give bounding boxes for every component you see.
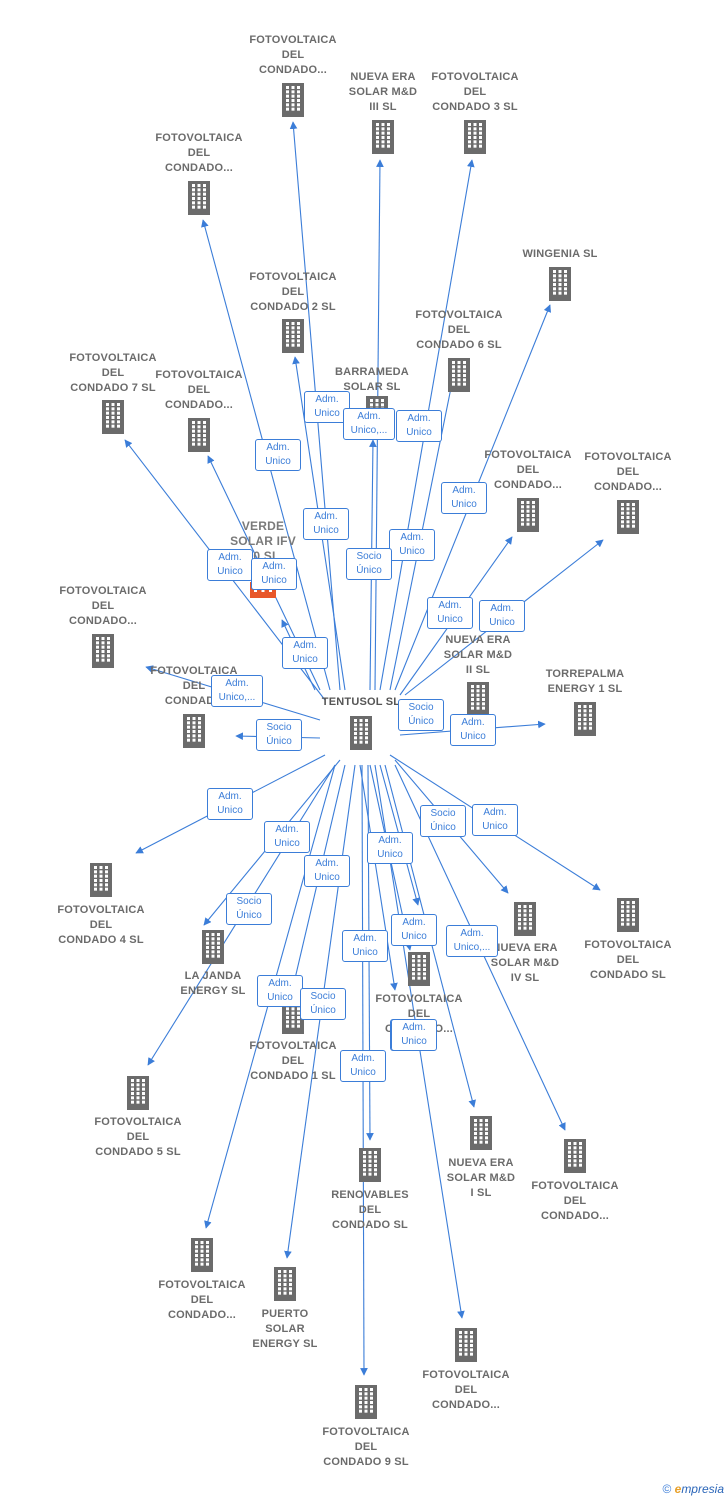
company-node-label[interactable]: RENOVABLES DEL CONDADO SL	[331, 1189, 409, 1231]
relationship-label[interactable]: Adm. Unico	[255, 439, 301, 471]
copyright-symbol: ©	[662, 1482, 672, 1496]
building-icon[interactable]	[282, 319, 304, 353]
building-icon[interactable]	[467, 682, 489, 716]
relationship-label[interactable]: Adm. Unico	[389, 529, 435, 561]
company-node-label[interactable]: FOTOVOLTAICA DEL CONDADO 5 SL	[94, 1116, 182, 1158]
relationship-label[interactable]: Adm. Unico	[472, 804, 518, 836]
relationship-edge	[359, 764, 398, 991]
relationship-label[interactable]: Adm. Unico	[396, 410, 442, 442]
relationship-label[interactable]: Adm. Unico	[391, 914, 437, 946]
company-node-label[interactable]: FOTOVOLTAICA DEL CONDADO 6 SL	[415, 309, 503, 351]
relationship-label[interactable]: Adm. Unico	[367, 832, 413, 864]
company-node-label[interactable]: TORREPALMA ENERGY 1 SL	[545, 668, 625, 695]
building-icon[interactable]	[350, 716, 372, 750]
relationship-label[interactable]: Adm. Unico	[264, 821, 310, 853]
center-node-label[interactable]: TENTUSOL SL	[321, 696, 401, 708]
company-node-label[interactable]: FOTOVOLTAICA DEL CONDADO...	[59, 585, 147, 627]
building-icon[interactable]	[191, 1238, 213, 1272]
company-node-label[interactable]: LA JANDA ENERGY SL	[180, 970, 246, 997]
relationship-label[interactable]: Adm. Unico,...	[446, 925, 498, 957]
building-icon[interactable]	[355, 1385, 377, 1419]
building-icon[interactable]	[188, 181, 210, 215]
relationship-label[interactable]: Adm. Unico,...	[211, 675, 263, 707]
relationship-label[interactable]: Adm. Unico	[207, 788, 253, 820]
relationship-label[interactable]: Adm. Unico	[303, 508, 349, 540]
company-node-label[interactable]: FOTOVOLTAICA DEL CONDADO 1 SL	[249, 1040, 337, 1082]
building-icon[interactable]	[372, 120, 394, 154]
building-icon[interactable]	[127, 1076, 149, 1110]
building-icon[interactable]	[549, 267, 571, 301]
company-node-label[interactable]: FOTOVOLTAICA DEL CONDADO 3 SL	[431, 71, 519, 113]
relationship-label[interactable]: Adm. Unico	[304, 855, 350, 887]
building-icon[interactable]	[90, 863, 112, 897]
building-icon[interactable]	[282, 1000, 304, 1034]
company-node-label[interactable]: FOTOVOLTAICA DEL CONDADO...	[531, 1180, 619, 1222]
company-node-label[interactable]: FOTOVOLTAICA DEL CONDADO 9 SL	[322, 1426, 410, 1468]
building-icon[interactable]	[470, 1116, 492, 1150]
building-icon[interactable]	[282, 83, 304, 117]
relationship-label[interactable]: Adm. Unico	[282, 637, 328, 669]
company-node-label[interactable]: FOTOVOLTAICA DEL CONDADO...	[484, 449, 572, 491]
relationship-label[interactable]: Adm. Unico	[207, 549, 253, 581]
building-icon[interactable]	[188, 418, 210, 452]
company-node-label[interactable]: WINGENIA SL	[522, 248, 598, 260]
company-node-label[interactable]: NUEVA ERA SOLAR M&D I SL	[446, 1157, 516, 1199]
relationship-label[interactable]: Socio Único	[346, 548, 392, 580]
building-icon[interactable]	[274, 1267, 296, 1301]
company-node-label[interactable]: FOTOVOLTAICA DEL CONDADO 4 SL	[57, 904, 145, 946]
relationship-label[interactable]: Socio Único	[420, 805, 466, 837]
footer-brand[interactable]: © empresia	[662, 1482, 724, 1496]
building-icon[interactable]	[448, 358, 470, 392]
company-node-label[interactable]: NUEVA ERA SOLAR M&D II SL	[443, 634, 513, 676]
brand-logo: empresia	[674, 1482, 724, 1496]
building-icon[interactable]	[514, 902, 536, 936]
company-node-label[interactable]: FOTOVOLTAICA DEL CONDADO...	[249, 34, 337, 76]
relationship-label[interactable]: Adm. Unico,...	[343, 408, 395, 440]
building-icon[interactable]	[183, 714, 205, 748]
building-icon[interactable]	[359, 1148, 381, 1182]
relationship-label[interactable]: Adm. Unico	[450, 714, 496, 746]
company-node-label[interactable]: NUEVA ERA SOLAR M&D III SL	[348, 71, 418, 113]
relationship-label[interactable]: Adm. Unico	[342, 930, 388, 962]
building-icon[interactable]	[574, 702, 596, 736]
building-icon[interactable]	[455, 1328, 477, 1362]
relationship-label[interactable]: Adm. Unico	[427, 597, 473, 629]
relationship-label[interactable]: Adm. Unico	[251, 558, 297, 590]
company-node-label[interactable]: FOTOVOLTAICA DEL CONDADO...	[158, 1279, 246, 1321]
company-node-label[interactable]: FOTOVOLTAICA DEL CONDADO SL	[584, 939, 672, 981]
building-icon[interactable]	[102, 400, 124, 434]
relationship-label[interactable]: Socio Único	[398, 699, 444, 731]
company-node-label[interactable]: FOTOVOLTAICA DEL CONDADO...	[155, 369, 243, 411]
relationship-label[interactable]: Adm. Unico	[340, 1050, 386, 1082]
company-node-label[interactable]: BARRAMEDA SOLAR SL	[335, 366, 409, 393]
building-icon[interactable]	[617, 500, 639, 534]
company-node-label[interactable]: FOTOVOLTAICA DEL CONDADO 7 SL	[69, 352, 157, 394]
company-node-label[interactable]: PUERTO SOLAR ENERGY SL	[252, 1308, 318, 1350]
building-icon[interactable]	[564, 1139, 586, 1173]
relationship-label[interactable]: Adm. Unico	[441, 482, 487, 514]
relationship-label[interactable]: Adm. Unico	[257, 975, 303, 1007]
building-icon[interactable]	[202, 930, 224, 964]
company-node-label[interactable]: FOTOVOLTAICA DEL CONDADO	[150, 665, 238, 707]
relationship-label[interactable]: Adm. Unico	[391, 1019, 437, 1051]
company-node-label[interactable]: FOTOVOLTAICA DEL CONDADO...	[155, 132, 243, 174]
building-icon[interactable]	[517, 498, 539, 532]
building-icon[interactable]	[464, 120, 486, 154]
relationship-label[interactable]: Socio Único	[226, 893, 272, 925]
company-node-label[interactable]: FOTOVOLTAICA DEL CONDADO...	[584, 451, 672, 493]
relationship-label[interactable]: Adm. Unico	[479, 600, 525, 632]
relationship-label[interactable]: Socio Único	[256, 719, 302, 751]
company-node-label[interactable]: NUEVA ERA SOLAR M&D IV SL	[490, 942, 560, 984]
relationship-label[interactable]: Socio Único	[300, 988, 346, 1020]
company-node-label[interactable]: FOTOVOLTAICA DEL CONDADO 2 SL	[249, 271, 337, 313]
building-icon[interactable]	[617, 898, 639, 932]
building-icon[interactable]	[92, 634, 114, 668]
company-node-label[interactable]: FOTOVOLTAICA DEL CONDADO...	[422, 1369, 510, 1411]
building-icon[interactable]	[408, 952, 430, 986]
relationship-label[interactable]: Adm. Unico	[304, 391, 350, 423]
